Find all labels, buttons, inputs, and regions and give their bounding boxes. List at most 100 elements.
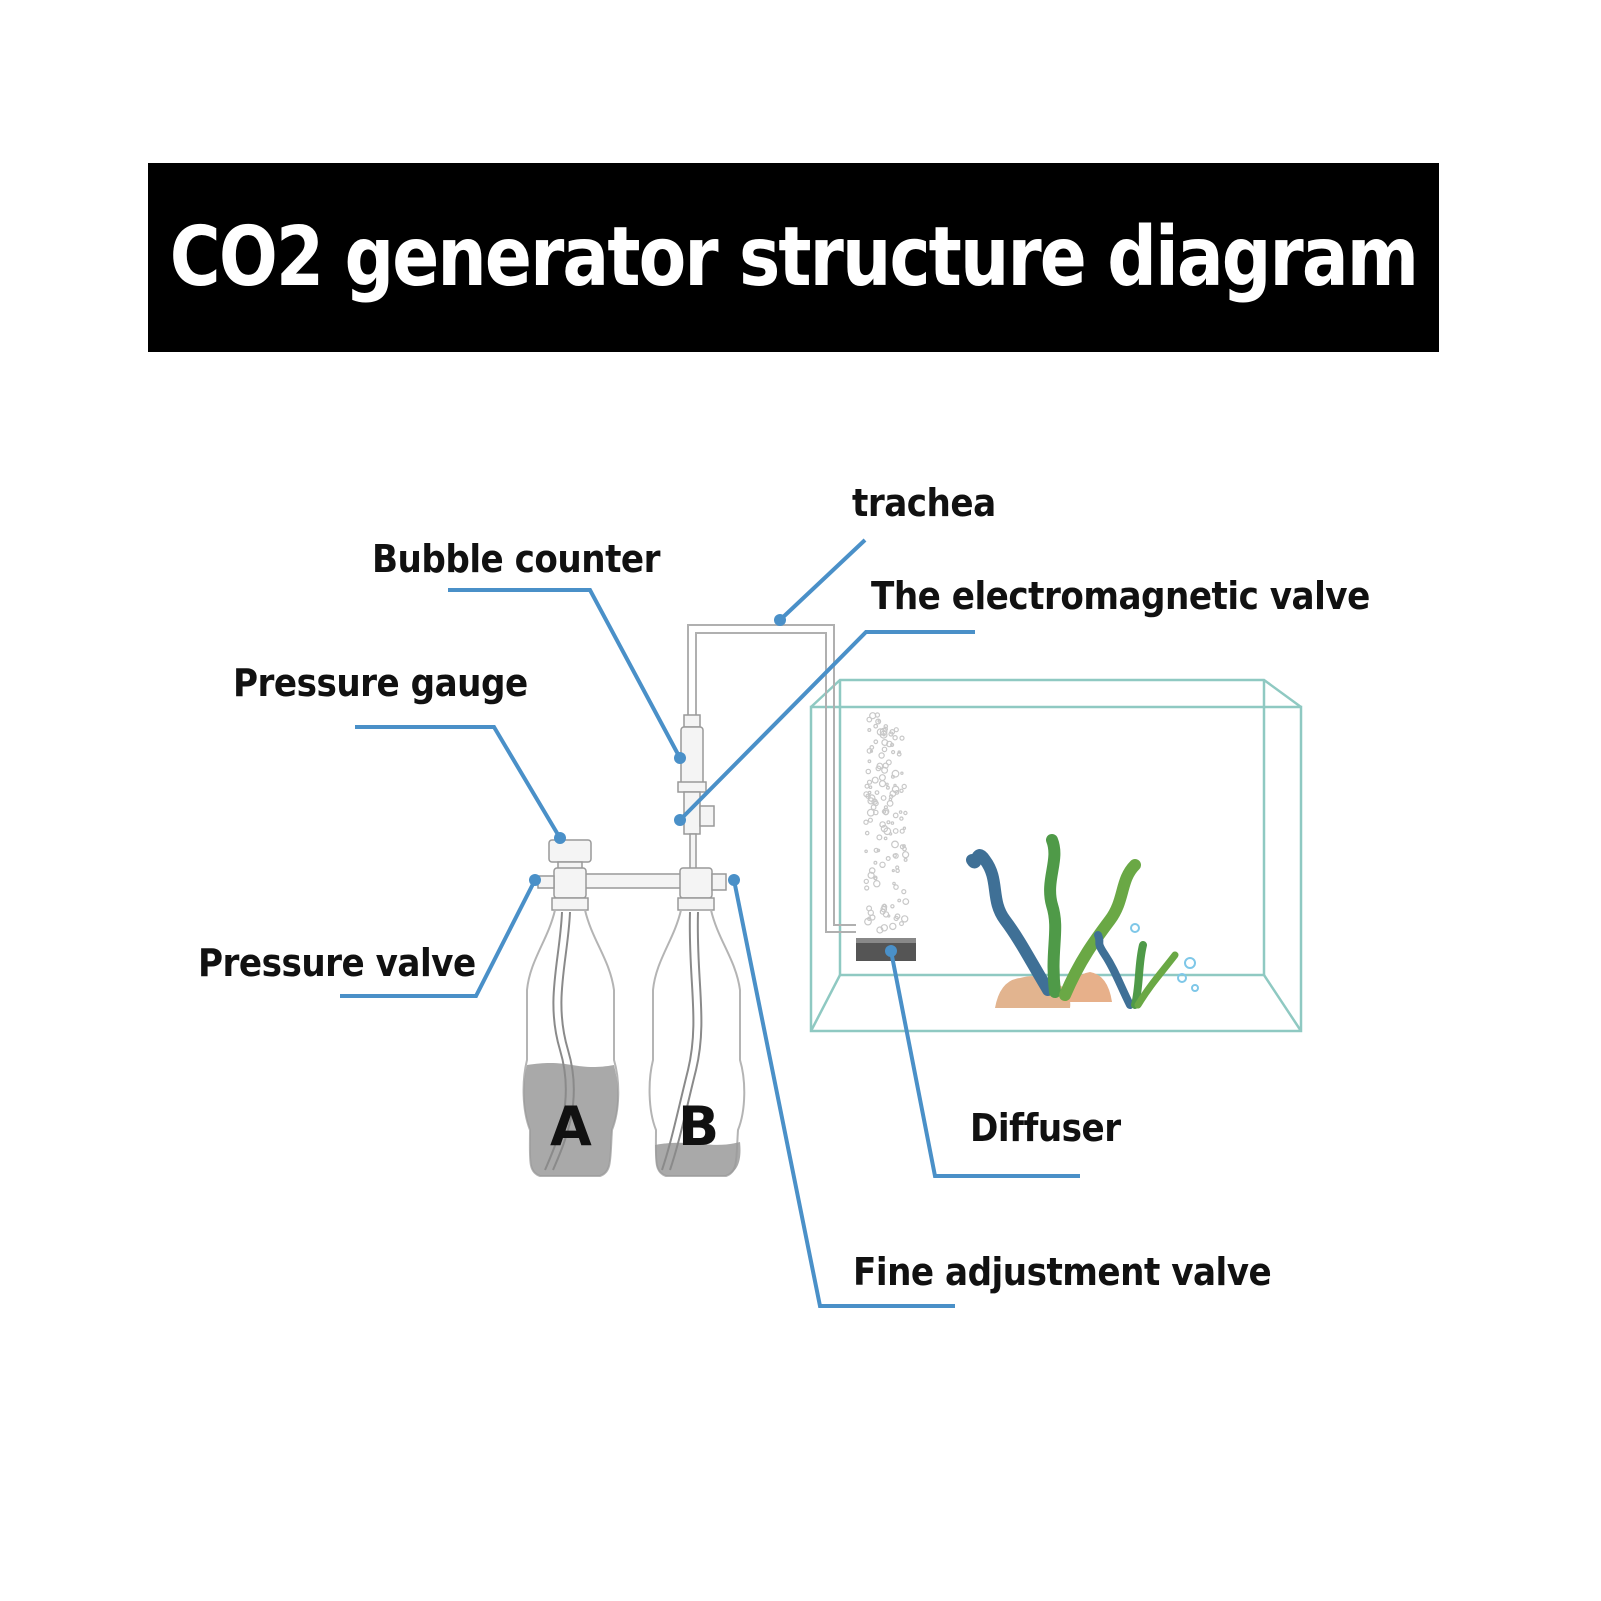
bubble [900, 771, 904, 775]
bubble [867, 871, 875, 879]
bubble [863, 878, 870, 885]
bubble [892, 881, 896, 886]
bubble [886, 820, 891, 825]
bubble [891, 868, 895, 873]
bubble [901, 783, 907, 790]
bubble [883, 809, 889, 816]
label-bubble-counter: Bubble counter [372, 537, 660, 581]
bubble [892, 812, 899, 819]
bottle-a-letter: A [550, 1095, 592, 1158]
bubble-column [863, 712, 910, 934]
bubble [880, 795, 887, 801]
diagram-title: CO2 generator structure diagram [169, 210, 1419, 305]
label-pressure-gauge: Pressure gauge [233, 661, 528, 705]
bubble [893, 727, 899, 733]
bubble [868, 867, 876, 874]
bubble [893, 915, 899, 922]
bubble [864, 830, 870, 836]
bubble [898, 810, 903, 814]
bubble [895, 865, 900, 870]
bubble [890, 821, 895, 825]
bubble [896, 751, 902, 757]
bubble [890, 749, 896, 755]
bubble [866, 748, 873, 754]
bubble [873, 880, 881, 888]
bubble [867, 727, 872, 732]
bubble [876, 834, 883, 841]
bubble [871, 776, 879, 784]
bubble [869, 914, 876, 921]
bubble [899, 816, 904, 821]
bubble [882, 726, 888, 732]
label-fine-adjustment-valve: Fine adjustment valve [853, 1250, 1272, 1294]
bottle-a [522, 909, 620, 1177]
bubble [903, 810, 908, 816]
bubble [886, 740, 893, 748]
bubble [897, 898, 902, 903]
label-trachea: trachea [852, 481, 996, 525]
bubble [877, 719, 881, 723]
bubble [902, 826, 907, 830]
bubble [901, 851, 910, 859]
bottle-b [648, 909, 746, 1177]
bubble [864, 885, 870, 891]
leader-diffuser [889, 950, 1080, 1178]
bubble [867, 759, 872, 764]
bubble [887, 914, 891, 918]
leader-pressure-gauge [355, 725, 562, 840]
leader-lines [340, 538, 1080, 1308]
bottle-b-head [677, 867, 727, 911]
bubble [882, 903, 887, 908]
bubble [885, 782, 889, 787]
bubble [883, 836, 888, 841]
bubble [891, 840, 899, 849]
bubble [899, 828, 905, 834]
bubble [866, 779, 873, 785]
bubble [874, 790, 880, 795]
bubble [903, 857, 908, 862]
bubble [892, 735, 898, 741]
bubble [878, 780, 887, 788]
small-bubbles [1130, 923, 1199, 992]
leader-pressure-valve [340, 879, 537, 998]
bubble [873, 860, 878, 865]
bubble [867, 794, 876, 802]
bubble [873, 723, 879, 729]
bubble [890, 904, 895, 909]
bubble [864, 783, 870, 789]
manifold-pipe [571, 873, 683, 889]
bubble [892, 828, 899, 834]
bubble [892, 853, 897, 858]
label-electromagnetic-valve: The electromagnetic valve [871, 574, 1370, 618]
bubble [888, 731, 894, 737]
bubble [874, 712, 881, 718]
aquarium-plants [966, 834, 1179, 1009]
leader-fine-adjustment-valve [732, 879, 955, 1308]
bubble [899, 735, 905, 741]
leader-bubble-counter [448, 588, 682, 759]
bubble [893, 783, 897, 788]
bubble [876, 728, 885, 736]
bubble [885, 759, 892, 766]
diffuser-cap [856, 938, 916, 943]
bubble [879, 821, 886, 828]
leader-dots [529, 614, 897, 957]
bubble [867, 790, 872, 795]
bubble [886, 800, 894, 807]
bubble [881, 766, 889, 774]
label-diffuser: Diffuser [970, 1106, 1121, 1150]
bubble [879, 861, 886, 869]
leader-electromagnetic-valve [678, 630, 975, 822]
title-banner: CO2 generator structure diagram [148, 163, 1439, 352]
bubble [863, 819, 869, 825]
bubble [881, 746, 888, 753]
bubble [865, 768, 872, 775]
electromagnetic-valve [683, 791, 715, 875]
bubble [891, 769, 900, 778]
label-pressure-valve: Pressure valve [198, 941, 476, 985]
bubble [876, 926, 884, 934]
bubble [873, 847, 879, 853]
bubble [873, 739, 879, 745]
bubble [866, 808, 875, 817]
bubble [883, 805, 889, 810]
